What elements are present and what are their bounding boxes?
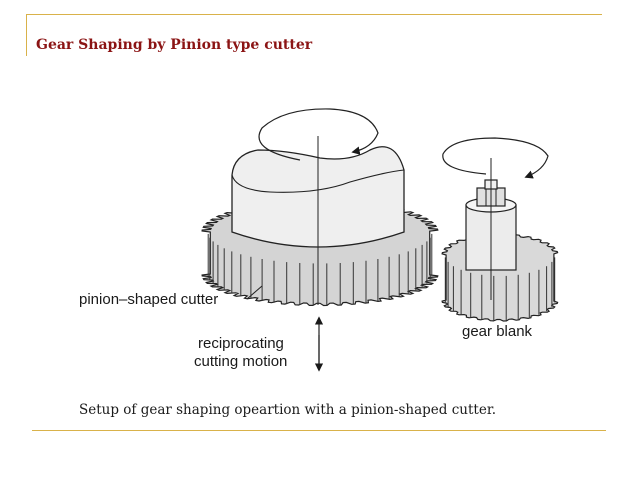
pinion-cutter [201,136,439,307]
label-motion-1: reciprocating [198,335,284,352]
bottom-rule [32,430,606,431]
label-motion-2: cutting motion [194,353,287,370]
gear-blank [441,158,559,322]
label-gear-blank: gear blank [462,323,533,340]
pinion-cutter-tooth-lines [207,233,433,306]
slide-title: Gear Shaping by Pinion type cutter [36,37,313,53]
label-pinion-cutter: pinion–shaped cutter [79,291,218,308]
title-side-rule [26,14,27,56]
rotation-arrow-icon [258,108,379,161]
diagram-caption: Setup of gear shaping opeartion with a p… [79,402,496,418]
gear-blank-tooth-lines [444,257,556,321]
top-rule [26,14,602,15]
pinion-cutter-top [231,169,405,193]
rotation-arrow-icon [442,137,549,179]
